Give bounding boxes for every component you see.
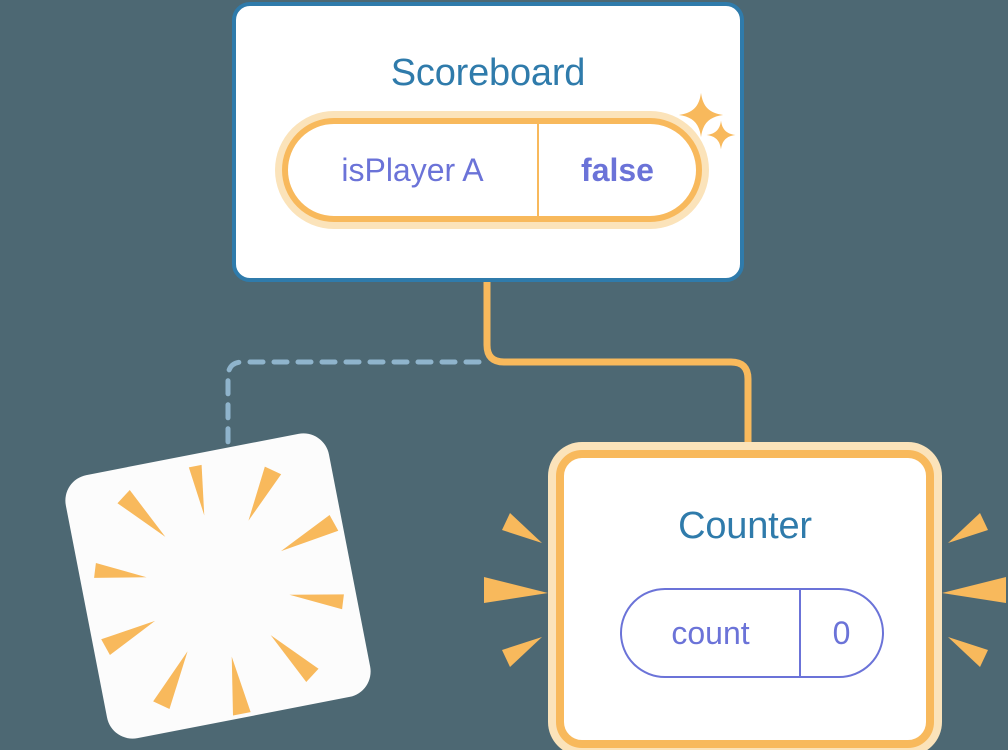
state-pill-counter[interactable]: count 0 (620, 588, 884, 678)
burst-rays-icon (94, 464, 344, 716)
state-key-label: count (671, 614, 750, 651)
node-card-scoreboard[interactable]: Scoreboard isPlayer A false (232, 2, 744, 282)
state-value-label: 0 (799, 590, 882, 676)
connector-scoreboard-to-counter (483, 282, 752, 452)
connector-scoreboard-to-burst-card (225, 359, 482, 473)
page-title-counter: Counter (678, 505, 812, 547)
state-key-label: isPlayer A (341, 151, 484, 188)
page-title-scoreboard: Scoreboard (390, 52, 586, 94)
state-pill-scoreboard[interactable]: isPlayer A false (282, 118, 702, 222)
node-card-burst[interactable] (60, 428, 376, 744)
state-value-label: false (537, 124, 696, 216)
node-card-counter[interactable]: Counter count 0 (556, 450, 934, 748)
